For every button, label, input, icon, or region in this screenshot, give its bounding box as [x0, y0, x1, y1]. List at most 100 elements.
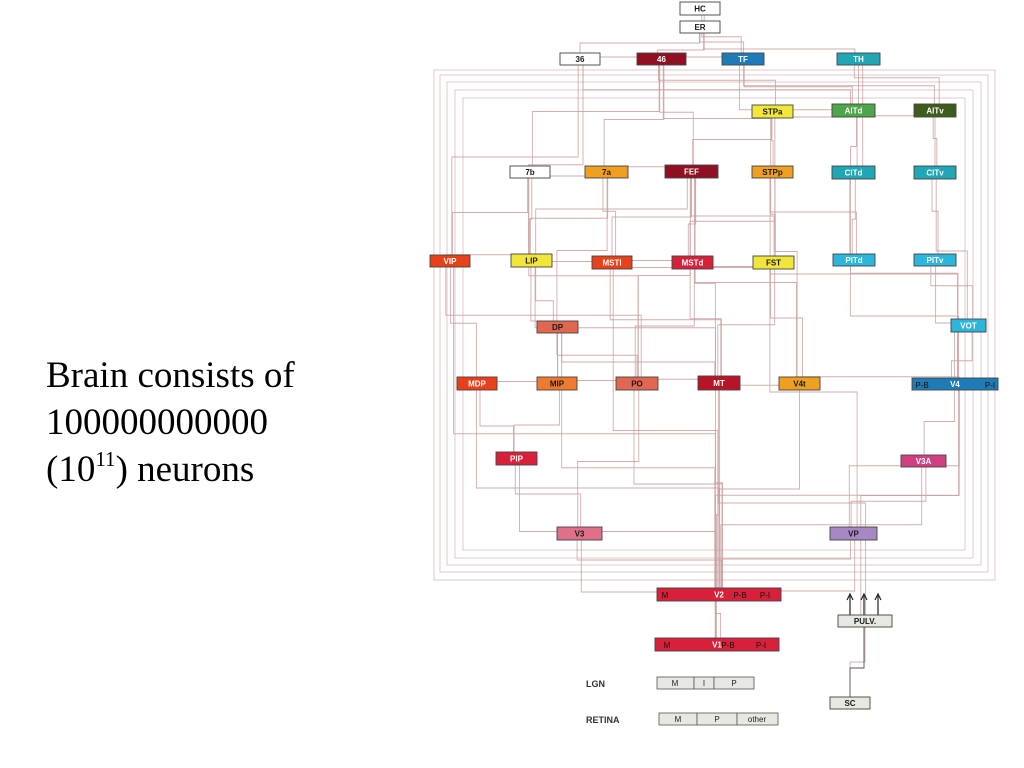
area-label-36: 36: [576, 55, 585, 64]
area-box-mstl: [591, 255, 633, 270]
area-box-v2: [656, 587, 782, 602]
retina-cell-other: [736, 712, 779, 726]
retina-cell-p-label: P: [714, 715, 719, 724]
area-box-mt: [697, 375, 741, 391]
connection-line: [849, 621, 866, 703]
connection-line: [513, 383, 560, 459]
sub-labels: P-B P-I M P-B P-I M P-B P-I: [662, 381, 995, 650]
caption-exponent: 11: [95, 447, 116, 471]
connection-line: [935, 172, 968, 326]
connection-line: [858, 59, 936, 173]
area-box-citd: [831, 165, 876, 180]
connection-line: [689, 172, 776, 263]
area-box-sc: [829, 696, 871, 710]
retina-cell-m-label: M: [675, 715, 682, 724]
area-box-stpa: [751, 104, 794, 119]
area-label-aitd: AITd: [845, 107, 863, 116]
v4-pb-label: P-B: [915, 381, 928, 390]
connection-line: [451, 172, 529, 261]
area-label-fst: FST: [766, 259, 781, 268]
connection-line: [528, 59, 584, 261]
area-box-stpp: [751, 165, 794, 179]
connection-line: [634, 262, 695, 384]
area-box-pitd: [832, 253, 876, 267]
area-box-pip: [495, 451, 538, 466]
area-label-vp: VP: [848, 530, 859, 539]
area-label-mstd: MSTd: [682, 259, 704, 268]
area-label-sc: SC: [844, 699, 855, 708]
connection-line: [580, 533, 716, 645]
connection-line: [698, 27, 745, 59]
area-label-er: ER: [694, 23, 705, 32]
area-label-th: TH: [853, 55, 864, 64]
area-label-mstl: MSTl: [602, 259, 621, 268]
connection-line: [769, 172, 958, 384]
v4-pi-label: P-I: [985, 381, 995, 390]
connection-line: [534, 260, 716, 383]
connection-line: [717, 262, 776, 383]
area-label-po: PO: [631, 380, 643, 389]
area-box-v3a: [900, 454, 947, 468]
connection-line: [451, 59, 579, 261]
lgn-cell-i-label: I: [703, 679, 705, 688]
connection-line: [923, 384, 955, 461]
area-label-stpa: STPa: [762, 108, 783, 117]
connection-line: [694, 171, 797, 384]
area-label-pitv: PITv: [927, 256, 944, 265]
connection-line: [659, 59, 694, 172]
connection-line: [612, 262, 719, 595]
connection-line: [658, 59, 776, 112]
connection-line: [774, 111, 798, 384]
connection-line: [556, 172, 608, 327]
connection-line: [556, 327, 559, 384]
connection-line: [714, 594, 722, 645]
v1-pi-label: P-I: [756, 641, 766, 650]
area-label-dp: DP: [552, 323, 564, 332]
connection-line: [935, 260, 955, 384]
connection-line: [602, 172, 617, 263]
caption-line-2: 100000000000: [46, 402, 268, 443]
area-label-mdp: MDP: [468, 380, 486, 389]
connection-line: [770, 262, 803, 384]
area-label-tf: TF: [738, 55, 748, 64]
pulvinar-arrows: [846, 592, 882, 697]
connection-line: [582, 59, 851, 111]
connection-line: [439, 74, 989, 573]
area-label-vot: VOT: [960, 322, 977, 331]
area-label-citv: CITv: [926, 169, 944, 178]
area-box-fef: [664, 164, 719, 179]
up-arrow-icon: [860, 592, 868, 615]
area-box-7a: [584, 165, 629, 179]
v2-m-label: M: [662, 591, 669, 600]
lgn-cell-m-label: M: [672, 679, 679, 688]
area-box-v4t: [778, 376, 821, 391]
area-label-pulv: PULV.: [854, 617, 876, 626]
connection-line: [577, 383, 640, 534]
area-box-v3: [556, 526, 603, 541]
caption-line-3: (1011) neurons: [46, 446, 376, 493]
connection-line: [535, 171, 688, 261]
v1-m-label: M: [664, 641, 671, 650]
connection-line: [720, 461, 923, 595]
connection-line: [445, 261, 642, 384]
connection-line: [860, 384, 960, 621]
area-box-mstd: [671, 255, 714, 270]
area-box-v1: [654, 637, 780, 652]
area-label-mip: MIP: [550, 380, 565, 389]
area-box-aitv: [913, 103, 957, 118]
area-label-v4t: V4t: [793, 380, 806, 389]
connection-line: [475, 383, 721, 595]
area-box-fst: [752, 255, 795, 270]
connection-line: [662, 59, 772, 172]
lgn-label: LGN: [586, 679, 605, 689]
area-box-lip: [510, 253, 553, 268]
area-box-pulv: [837, 614, 893, 628]
connection-line: [446, 81, 982, 566]
up-arrow-icon: [846, 592, 854, 615]
v2-pi-label: P-I: [760, 591, 770, 600]
retina-label: RETINA: [586, 715, 620, 725]
connection-line: [531, 59, 660, 172]
v2-pb-label: P-B: [733, 591, 746, 600]
connection-line: [603, 59, 665, 172]
